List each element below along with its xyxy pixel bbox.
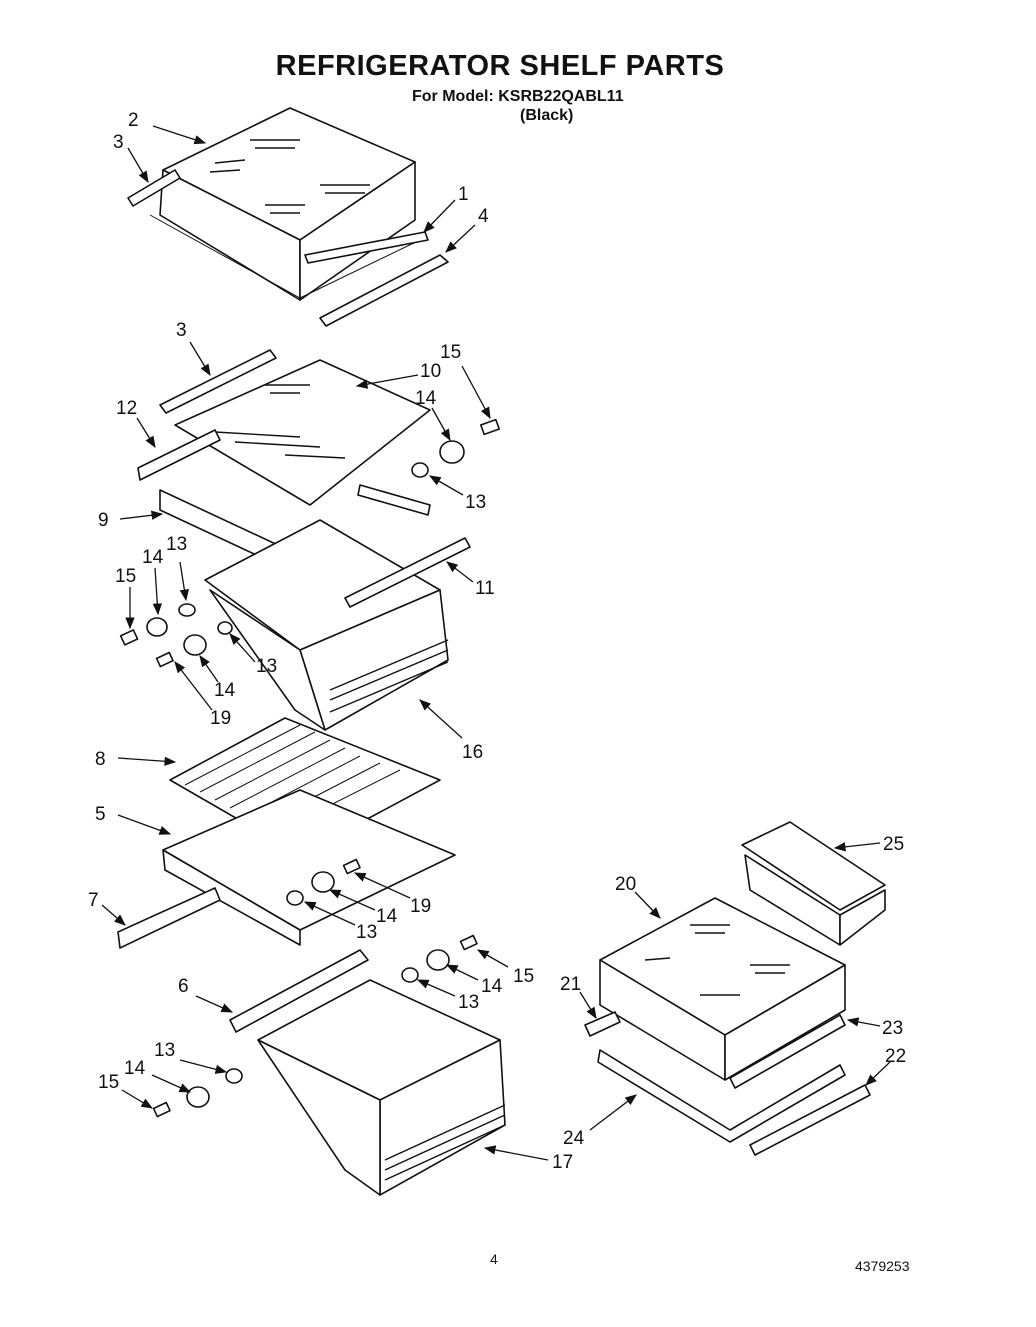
shelf-part-20: [599, 897, 846, 1081]
callout-15-lower-left: 15: [98, 1072, 119, 1093]
roller-part-14-right: [439, 440, 465, 464]
callout-2: 2: [128, 110, 139, 131]
top-shelf-assembly: [149, 107, 421, 301]
callout-labels: 2 3 1 4 3 10 15 14 12 13 9 11 15 14 13 1…: [88, 110, 906, 1173]
callout-13-left-lower: 13: [256, 656, 277, 677]
callout-3-top: 3: [113, 132, 124, 153]
callout-22: 22: [885, 1046, 906, 1067]
callout-14-left-lower: 14: [214, 680, 236, 701]
callout-15-upper-right: 15: [440, 342, 461, 363]
callout-14-lower-left: 14: [124, 1058, 146, 1079]
callout-12: 12: [116, 398, 137, 419]
callout-13-upper-right: 13: [465, 492, 486, 513]
callout-10: 10: [420, 361, 441, 382]
callout-15-lower-right: 15: [513, 966, 534, 987]
callout-14-upper-right: 14: [415, 388, 437, 409]
callout-25: 25: [883, 834, 904, 855]
page-title: REFRIGERATOR SHELF PARTS: [275, 50, 725, 82]
model-line: For Model: KSRB22QABL11: [412, 88, 624, 105]
callout-14-left: 14: [142, 547, 164, 568]
callout-20: 20: [615, 874, 636, 895]
callout-23: 23: [882, 1018, 903, 1039]
callout-6: 6: [178, 976, 189, 997]
callout-16: 16: [462, 742, 483, 763]
spacer-part-13-right: [411, 462, 429, 478]
callout-8: 8: [95, 749, 106, 770]
leader-lines: [101, 125, 891, 1161]
color-line: (Black): [520, 107, 574, 124]
shelf-trim-part-3-top: [127, 169, 181, 207]
callout-13-lower-right: 13: [458, 992, 479, 1013]
document-number: 4379253: [855, 1258, 910, 1274]
hardware-set-lower-left: [152, 1068, 243, 1118]
drawer-rail-part-11: [344, 537, 471, 608]
glass-shelf-part-10: [174, 359, 431, 506]
callout-24: 24: [563, 1128, 585, 1149]
shelf-rail-part-12: [137, 429, 431, 516]
bin-part-25: [741, 821, 886, 946]
callout-7: 7: [88, 890, 99, 911]
shelf-trim-part-3-middle: [159, 349, 277, 414]
callout-13-lower-left: 13: [154, 1040, 175, 1061]
hardware-part-15-right: [479, 418, 501, 436]
frame-part-24: [597, 1049, 846, 1143]
callout-19-left: 19: [210, 708, 231, 729]
callout-3-middle: 3: [176, 320, 187, 341]
rail-part-6: [229, 949, 369, 1033]
trim-part-22: [749, 1084, 871, 1156]
callout-9: 9: [98, 510, 109, 531]
crisper-drawer-part-16: [204, 519, 449, 731]
shelf-rail-part-7: [117, 887, 221, 949]
shelf-trim-part-4: [319, 254, 449, 327]
callout-1: 1: [458, 184, 469, 205]
callout-13-left: 13: [166, 534, 187, 555]
page-number: 4: [490, 1251, 498, 1267]
shelf-support-part-1: [304, 231, 429, 264]
callout-17: 17: [552, 1152, 573, 1173]
callout-15-left: 15: [115, 566, 136, 587]
trim-part-21: [584, 1011, 621, 1037]
callout-5: 5: [95, 804, 106, 825]
rail-part-23: [729, 1014, 846, 1089]
hardware-set-lower-right: [401, 934, 478, 983]
callout-14-middle: 14: [376, 906, 398, 927]
shelf-frame-part-5: [162, 789, 456, 946]
callout-11: 11: [475, 578, 495, 599]
callout-4: 4: [478, 206, 489, 227]
callout-21: 21: [560, 974, 581, 995]
hardware-set-middle: [286, 858, 361, 906]
callout-13-middle: 13: [356, 922, 377, 943]
callout-19-middle: 19: [410, 896, 431, 917]
callout-14-lower-right: 14: [481, 976, 503, 997]
crisper-drawer-part-17: [257, 979, 506, 1196]
hardware-set-left-drawer: [119, 603, 233, 668]
